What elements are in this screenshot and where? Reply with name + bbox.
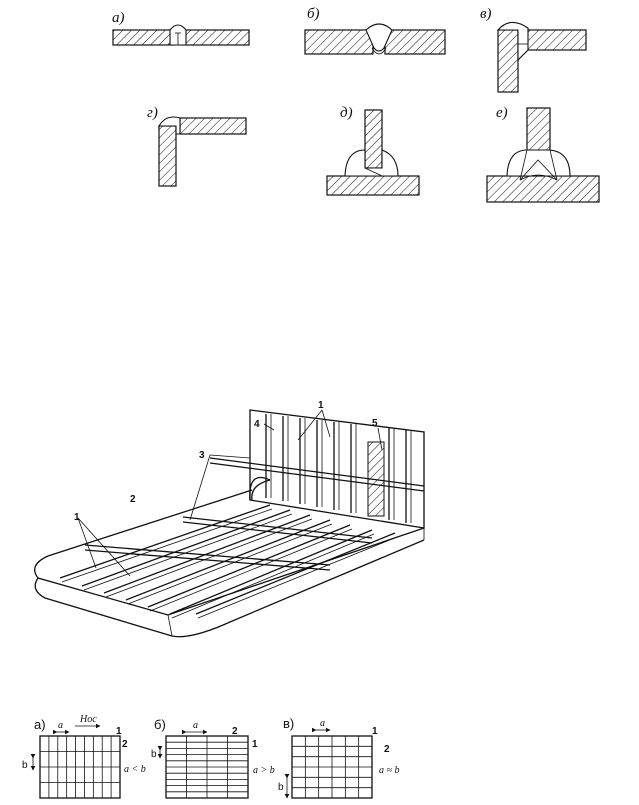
- weld-joint-d: г): [147, 105, 247, 187]
- framing-a-part1: 1: [116, 726, 122, 737]
- weld-label-c: в): [480, 6, 492, 22]
- framing-a-b: b: [22, 760, 28, 771]
- framing-b-relation: а > b: [253, 765, 275, 776]
- weld-label-e: д): [340, 105, 353, 121]
- weld-label-f: е): [496, 105, 508, 121]
- framing-a-label: а): [34, 717, 46, 732]
- framing-systems: а) а Нос b 1 2 а < b б) а b 2 1 а >: [22, 714, 400, 799]
- bulkhead-stiffeners: [265, 414, 412, 523]
- framing-c-part2: 2: [384, 744, 390, 755]
- grid-b-horizontal-lines: [166, 741, 248, 793]
- framing-system-b: б) а b 2 1 а > b: [151, 717, 275, 799]
- framing-b-label: б): [154, 717, 166, 732]
- framing-a-relation: а < b: [124, 764, 146, 775]
- weld-joint-c: в): [480, 6, 587, 93]
- framing-c-spacing: а: [320, 718, 325, 729]
- framing-c-label: в): [283, 716, 294, 731]
- framing-b-b: b: [151, 749, 157, 760]
- framing-system-a: а) а Нос b 1 2 а < b: [22, 714, 146, 799]
- framing-c-part1: 1: [372, 726, 378, 737]
- framing-a-spacing: а: [58, 720, 63, 731]
- framing-system-c: в) а b 1 2 а ≈ b: [278, 716, 400, 799]
- bottom-longitudinals: [59, 504, 398, 619]
- ship-callout-2: 2: [130, 494, 136, 505]
- weld-label-a: а): [112, 10, 125, 26]
- ship-callout-1-top: 1: [318, 400, 324, 411]
- weld-joint-a: а): [112, 10, 250, 46]
- framing-a-bow-label: Нос: [79, 714, 97, 725]
- weld-joint-e: д): [326, 105, 420, 196]
- weld-label-b: б): [307, 6, 320, 22]
- ship-framing-isometric: 1 2 3 4 5 1: [34, 400, 425, 638]
- bottom-transverses: [84, 516, 373, 571]
- ship-callout-1-bottom: 1: [74, 512, 80, 523]
- framing-c-relation: а ≈ b: [379, 765, 400, 776]
- grid-a-horizontal-lines: [40, 751, 120, 783]
- framing-b-spacing: а: [193, 720, 198, 731]
- framing-b-part2: 2: [232, 726, 238, 737]
- ship-callout-5: 5: [372, 418, 378, 429]
- weld-joint-f: е): [486, 105, 600, 203]
- ship-callout-3: 3: [199, 450, 205, 461]
- framing-b-part1: 1: [252, 739, 258, 750]
- weld-label-d: г): [147, 105, 158, 121]
- framing-c-b: b: [278, 782, 284, 793]
- weld-joint-types: а) б) в) г): [112, 6, 600, 203]
- framing-a-part2: 2: [122, 739, 128, 750]
- ship-callout-4: 4: [254, 419, 260, 430]
- weld-joint-b: б): [304, 6, 446, 55]
- grid-c-horizontal-lines: [292, 745, 372, 789]
